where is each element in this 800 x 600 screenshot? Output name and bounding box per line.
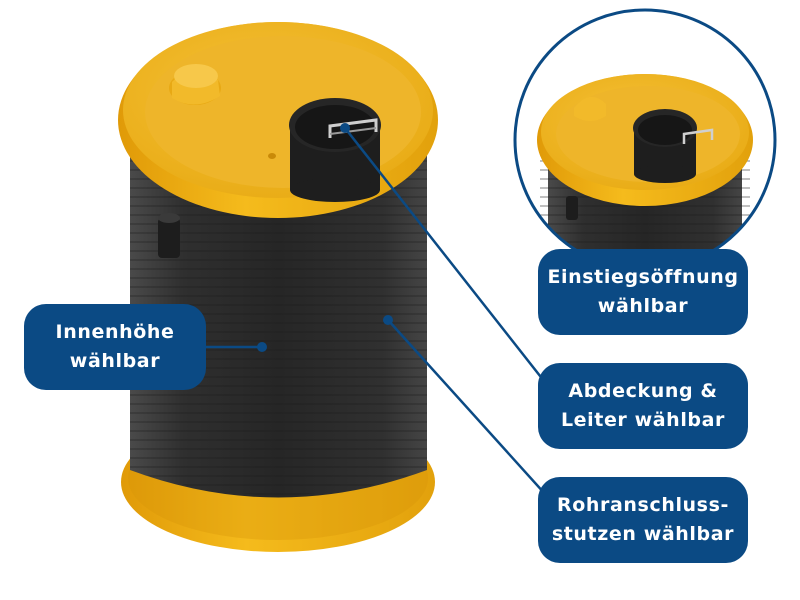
label-inner-height-line1: Innenhöhe xyxy=(55,321,175,343)
label-entry-opening: Einstiegsöffnung wählbar xyxy=(538,249,748,335)
label-cover-ladder-line2: Leiter wählbar xyxy=(560,409,726,431)
callout-line-cover xyxy=(344,127,556,396)
label-pipe-connection: Rohranschluss- stutzen wählbar xyxy=(538,477,748,563)
label-entry-opening-line1: Einstiegsöffnung xyxy=(547,266,739,288)
label-cover-ladder: Abdeckung & Leiter wählbar xyxy=(538,363,748,449)
callout-line-pipe xyxy=(387,319,556,506)
label-entry-opening-line2: wählbar xyxy=(597,295,689,317)
label-pipe-connection-line2: stutzen wählbar xyxy=(551,523,735,545)
ladder-handle xyxy=(328,118,378,138)
label-inner-height: Innenhöhe wählbar xyxy=(24,304,206,390)
zoom-detail xyxy=(515,10,775,270)
label-cover-ladder-line1: Abdeckung & xyxy=(568,380,718,402)
side-pipe-stub xyxy=(158,218,180,258)
label-inner-height-line2: wählbar xyxy=(69,350,161,372)
label-pipe-connection-line1: Rohranschluss- xyxy=(557,494,729,516)
